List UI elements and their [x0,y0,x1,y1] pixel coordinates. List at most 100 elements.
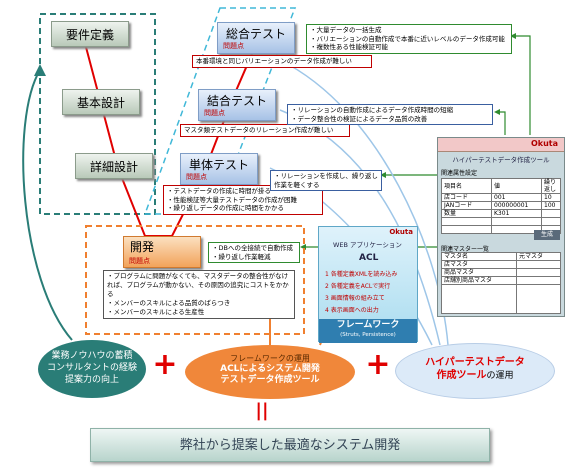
table-cell: 店コード [441,193,492,202]
benefit-text: リレーションの自動作成によるデータ作成時間の短縮 [297,106,454,114]
table-header: 繰り返し [541,178,561,194]
integration-test-phase: 総合テスト 問題点 [217,22,295,54]
issue-text: テストデータの作成に時間が掛る [173,187,272,195]
table-row: 店舗別商品マスタ [441,276,561,285]
framework-oval: フレームワークの運用 ACLによるシステム開発 テストデータ作成ツール [185,345,355,399]
table-cell: 商品マスタ [441,268,517,277]
acl-step: 4 表示画面への出力 [325,307,379,314]
table-cell: 店舗別商品マスタ [441,276,517,285]
consultant-arrow [22,69,73,341]
tool-title-bar: Okuta [438,138,564,152]
consultant-line: コンサルタントの経験 [46,363,137,373]
result-banner: 弊社から提案した最適なシステム開発 [90,428,490,462]
requirements-phase: 要件定義 [51,21,129,47]
issue-text: 本番環境と同じバリエーションのデータ作成が難しい [196,57,352,65]
issue-text: マスタ類テストデータのリレーション作成が難しい [184,126,334,134]
generate-button[interactable]: 生成 [534,230,560,240]
basic-design-label: 基本設計 [76,96,125,110]
hyper-tool-suffix: の運用 [486,371,514,381]
framework-label: フレームワーク [336,320,400,330]
issue-text: メンバーのスキルによる品質のばらつき [113,299,231,307]
benefit-text: 複数性ある性能検証可能 [316,43,389,51]
table-cell [541,209,561,218]
integration-test-label: 総合テスト [226,27,287,41]
integration-test-issue: 本番環境と同じバリエーションのデータ作成が難しい [192,55,372,68]
detail-design-label: 詳細設計 [89,160,138,174]
acl-steps: 1 各種定義XMLを読み込み 2 各種定義をACLで実行 3 画面情報の組み立て… [325,269,397,317]
table-cell: 数量 [441,209,492,218]
table-cell: 001 [491,193,542,202]
basic-design-phase: 基本設計 [62,89,140,115]
unit-test-label: 単体テスト [189,158,250,172]
combined-test-label: 結合テスト [207,94,268,108]
table-row [441,217,561,226]
table-header: 値 [491,178,542,194]
hyper-tool-oval: ハイパーテストデータ 作成ツールの運用 [395,343,555,399]
acl-step: 1 各種定義XMLを読み込み [325,271,398,278]
combined-test-benefits: ・リレーションの自動作成によるデータ作成時間の短縮 ・データ整合性の検証によるデ… [287,104,493,125]
master-table: マスタ名元マスタ 店マスタ 商品マスタ 店舗別商品マスタ [441,252,561,314]
table-cell: K301 [491,209,542,218]
hyper-test-data-tool-window: Okuta ハイパーテストデータ作成ツール 関連属性設定 項目名値繰り返し 店コ… [437,137,565,317]
combined-test-phase: 結合テスト 問題点 [198,89,276,121]
tool-section-attributes: 関連属性設定 [441,170,478,177]
detail-design-phase: 詳細設計 [75,153,153,179]
benefit-text: リレーションを作成し、繰り返し作業を軽くする [274,172,378,189]
benefit-text: バリエーションの自動作成で本番に近いレベルのデータ作成可能 [316,34,505,43]
combined-test-issue: マスタ類テストデータのリレーション作成が難しい [180,124,350,137]
issue-text: メンバーのスキルによる生産性 [113,308,205,316]
table-header: マスタ名 [441,252,517,261]
issue-text: 繰り返しデータの作成に時間をかかる [173,204,285,212]
framework-main-line: ACLによるシステム開発 [220,364,320,374]
development-benefits: ・DBへの全接続で自動作成 ・繰り返し作業軽減 [208,242,300,263]
issue-text: 性能検証等大量テストデータの作成が困難 [173,195,298,204]
tool-section-masters: 関連マスター一覧 [441,246,490,253]
consultant-oval: 業務ノウハウの蓄積 コンサルタントの経験 提案力の向上 [38,340,146,398]
tool-title: ハイパーテストデータ作成ツール [452,156,550,164]
plus-sign-left: + [152,347,178,382]
table-cell [541,217,561,226]
problem-label: 問題点 [186,173,207,181]
problem-label: 問題点 [204,109,225,117]
table-cell: JANコード [441,201,492,210]
development-label: 開発 [130,240,155,254]
acl-step: 2 各種定義をACLで実行 [325,283,391,290]
development-frame [85,225,305,335]
table-cell: 100 [541,201,561,210]
consultant-line: 提案力の向上 [64,375,119,385]
acl-title: ACL [359,253,379,263]
framework-bar: フレームワーク (Struts, Persistence) [319,319,417,343]
equals-sign: || [255,400,269,421]
acl-framework-panel: Okuta WEB アプリケーション ACL 1 各種定義XMLを読み込み 2 … [318,226,418,343]
table-cell: 10 [541,193,561,202]
design-phase-frame [39,13,156,215]
tool-brand: Okuta [530,139,558,148]
acl-subtitle: WEB アプリケーション [333,241,402,249]
benefit-text: データ整合性の検証によるデータ品質の改善 [297,114,428,123]
issue-text: プログラムに問題がなくても、マスタデータの整合性がなければ、プログラムが動かない… [107,272,289,298]
acl-step: 3 画面情報の組み立て [325,295,385,302]
table-cell: 000000001 [491,201,542,210]
hyper-tool-line: ハイパーテストデータ [425,357,525,368]
benefit-text: 繰り返し作業軽減 [218,252,271,261]
hyper-tool-line: 作成ツール [436,370,487,381]
framework-sub-label: (Struts, Persistence) [340,332,396,338]
framework-main-line: テストデータ作成ツール [220,375,320,385]
result-text: 弊社から提案した最適なシステム開発 [179,438,401,453]
acl-brand: Okuta [389,228,413,236]
table-header: 項目名 [441,178,492,194]
problem-label: 問題点 [129,257,150,265]
unit-test-phase: 単体テスト 問題点 [180,153,258,185]
problem-label: 問題点 [223,42,244,50]
consultant-line: 業務ノウハウの蓄積 [51,351,133,361]
table-header: 元マスタ [516,252,561,261]
benefit-text: 大量データの一括生成 [316,26,382,34]
tool-to-integration-arrow [515,35,531,135]
table-cell [491,217,542,226]
development-issues: ・プログラムに問題がなくても、マスタデータの整合性がなければ、プログラムが動かな… [103,270,295,319]
requirements-label: 要件定義 [65,28,114,42]
table-row: 商品マスタ [441,268,561,277]
